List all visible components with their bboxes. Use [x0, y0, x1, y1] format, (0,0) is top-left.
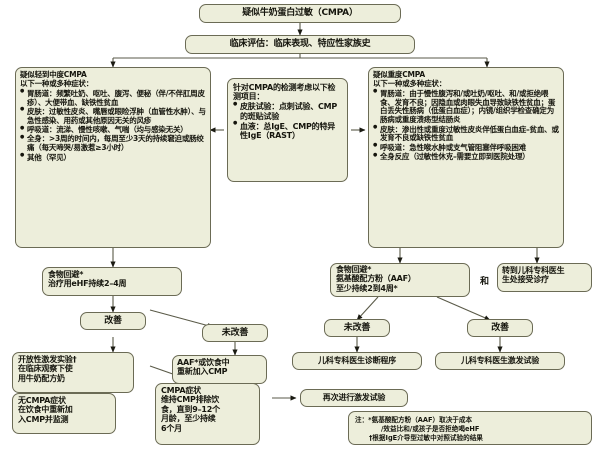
node-cmpa-symptoms-persist: CMPA症状 维持CMP排除饮 食，直到9–12个 月龄，至少持续 6个月: [155, 383, 260, 445]
list-item: 皮肤：过敏性皮炎、嘴唇或眼睑浮肿（血管性水肿）、与急性感染、用药或其他原因无关的…: [20, 107, 206, 126]
list-item: 全身反应（过敏性休克–需要立即到医院处理）: [373, 152, 559, 162]
node-severe-title: 疑似重度CMPA: [373, 70, 425, 79]
footnote-box: 注：*氨基酸配方粉（AAF）取决于成本 /效益比和/或孩子是否拒绝喝eHF †根…: [348, 411, 592, 445]
list-item: 胃肠道：频繁吐奶、呕吐、腹泻、便秘（伴/不伴肛周皮疹）、大便带血、缺铁性贫血: [20, 89, 206, 108]
list-item: 呼吸道：急性喉水肿或支气管阻塞伴呼吸困难: [373, 143, 559, 153]
node-severe-subtitle: 以下一种或多种症状：: [373, 79, 446, 89]
node-open-challenge: 开放性激发实验† 在临床观察下使 用牛奶配方奶: [12, 352, 134, 393]
node-no-cmpa-line1: 无CMPA症状: [18, 396, 66, 405]
node-aaf-reintro-line2: 重新加入CMP: [177, 367, 228, 377]
node-cmpa-sym-line3: 食，直到9–12个: [161, 404, 220, 414]
footnote-line-1: 注：*氨基酸配方粉（AAF）取决于成本: [355, 416, 473, 424]
node-rechallenge-label: 再次进行激发试验: [322, 393, 386, 403]
node-aaf-line2: 氨基酸配方粉（AAF）: [336, 274, 416, 284]
node-cmpa-sym-line4: 月龄，至少持续: [161, 414, 216, 424]
list-item: 皮肤试验：点刺试验、CMP的斑贴试验: [233, 102, 342, 121]
node-severe-symptom-list: 胃肠道：由于慢性腹泻和/或吐奶/呕吐、和/或拒绝喂食、发育不良；因隐血或肉眼失血…: [373, 89, 559, 162]
node-improved-right: 改善: [467, 319, 533, 337]
node-tests-list: 皮肤试验：点刺试验、CMP的斑贴试验 血液：总IgE、CMP的特异性IgE（RA…: [233, 102, 342, 140]
node-improved-left: 改善: [80, 312, 146, 330]
node-improved-left-label: 改善: [104, 315, 122, 326]
node-mild-symptom-list: 胃肠道：频繁吐奶、呕吐、腹泻、便秘（伴/不伴肛周皮疹）、大便带血、缺铁性贫血 皮…: [20, 89, 206, 163]
node-start-label: 疑似牛奶蛋白过敏（CMPA）: [242, 8, 358, 19]
node-no-cmpa-line2: 在饮食中重新加: [18, 405, 73, 415]
node-pediatric-challenge-test: 儿科专科医生激发试验: [435, 352, 565, 370]
node-ped-diagnosis-label: 儿科专科医生诊断程序: [318, 356, 396, 366]
node-aaf-reintro-line1: AAF*或饮食中: [177, 358, 230, 367]
node-cmpa-tests: 针对CMPA的检测考虑以下检测项目： 皮肤试验：点刺试验、CMP的斑贴试验 血液…: [227, 78, 348, 182]
node-mild-title: 疑似轻到中度CMPA: [20, 70, 87, 79]
node-not-improved-right: 未改善: [324, 319, 390, 337]
node-tests-title: 针对CMPA的检测考虑以下检测项目：: [233, 83, 336, 102]
list-item: 胃肠道：由于慢性腹泻和/或吐奶/呕吐、和/或拒绝喂食、发育不良；因隐血或肉眼失血…: [373, 89, 559, 125]
node-improved-right-label: 改善: [491, 322, 509, 333]
list-item: 血液：总IgE、CMP的特异性IgE（RAST）: [233, 121, 342, 141]
node-start: 疑似牛奶蛋白过敏（CMPA）: [199, 4, 401, 23]
node-open-challenge-line3: 用牛奶配方奶: [18, 373, 65, 383]
node-no-cmpa-symptoms: 无CMPA症状 在饮食中重新加 入CMP并监测: [12, 393, 116, 434]
node-no-cmpa-line3: 入CMP并监测: [18, 414, 69, 424]
node-refer-line2: 生处接受诊疗: [502, 275, 549, 285]
node-ehf-line1: 食物回避*: [48, 270, 84, 279]
node-mild-moderate-cmpa: 疑似轻到中度CMPA 以下一种或多种症状： 胃肠道：频繁吐奶、呕吐、腹泻、便秘（…: [15, 67, 211, 248]
node-cmpa-sym-line5: 6个月: [161, 423, 182, 433]
list-item: 全身：>3周的时间内，每周至少3天的持续窘迫或肠绞痛（每天啼哭/易激惹≥3小时）: [20, 135, 206, 153]
node-pediatric-diagnostic-procedure: 儿科专科医生诊断程序: [292, 352, 422, 370]
list-item: 皮肤：渗出性或重度过敏性皮炎伴低蛋白血症–贫血、或发育不良或缺铁性贫血: [373, 125, 559, 144]
conjunction-and-label: 和: [480, 277, 490, 287]
node-cmpa-sym-line2: 维持CMP排除饮: [161, 395, 220, 405]
node-aaf-line3: 至少持续2到4周*: [336, 283, 398, 293]
list-item: 其他（罕见）: [20, 153, 206, 163]
node-open-challenge-line1: 开放性激发实验†: [18, 355, 77, 364]
node-severe-cmpa: 疑似重度CMPA 以下一种或多种症状： 胃肠道：由于慢性腹泻和/或吐奶/呕吐、和…: [368, 67, 564, 248]
node-clinical-assessment-label: 临床评估：临床表现、特应性家族史: [229, 39, 371, 50]
node-refer-pediatric-specialist: 转到儿科专科医生 生处接受诊疗: [497, 263, 592, 292]
node-open-challenge-line2: 在临床观察下使: [18, 364, 73, 374]
node-refer-line1: 转到儿科专科医生: [502, 266, 565, 275]
node-not-improved-left-label: 未改善: [221, 327, 249, 338]
node-clinical-assessment: 临床评估：临床表现、特应性家族史: [185, 35, 415, 54]
node-ped-challenge-label: 儿科专科医生激发试验: [461, 356, 539, 366]
node-ehf-line2: 治疗用eHF持续2–4周: [48, 279, 127, 289]
node-rechallenge: 再次进行激发试验: [300, 389, 408, 407]
node-not-improved-right-label: 未改善: [343, 322, 371, 333]
node-mild-subtitle: 以下一种或多种症状：: [20, 79, 93, 89]
footnote-line-2: /效益比和/或孩子是否拒绝喝eHF: [381, 424, 480, 433]
footnote-line-3: †根据IgE介导型过敏中对照试验的结果: [369, 433, 483, 442]
node-not-improved-left: 未改善: [202, 324, 268, 342]
list-item: 呼吸道：流涕、慢性咳嗽、气喘（均与感染无关）: [20, 125, 206, 135]
node-food-avoidance-ehf: 食物回避* 治疗用eHF持续2–4周: [42, 267, 182, 296]
node-aaf-or-reintroduce-cmp: AAF*或饮食中 重新加入CMP: [172, 355, 267, 384]
node-aaf-line1: 食物回避*: [336, 265, 372, 274]
node-food-avoidance-aaf: 食物回避* 氨基酸配方粉（AAF） 至少持续2到4周*: [330, 263, 470, 297]
